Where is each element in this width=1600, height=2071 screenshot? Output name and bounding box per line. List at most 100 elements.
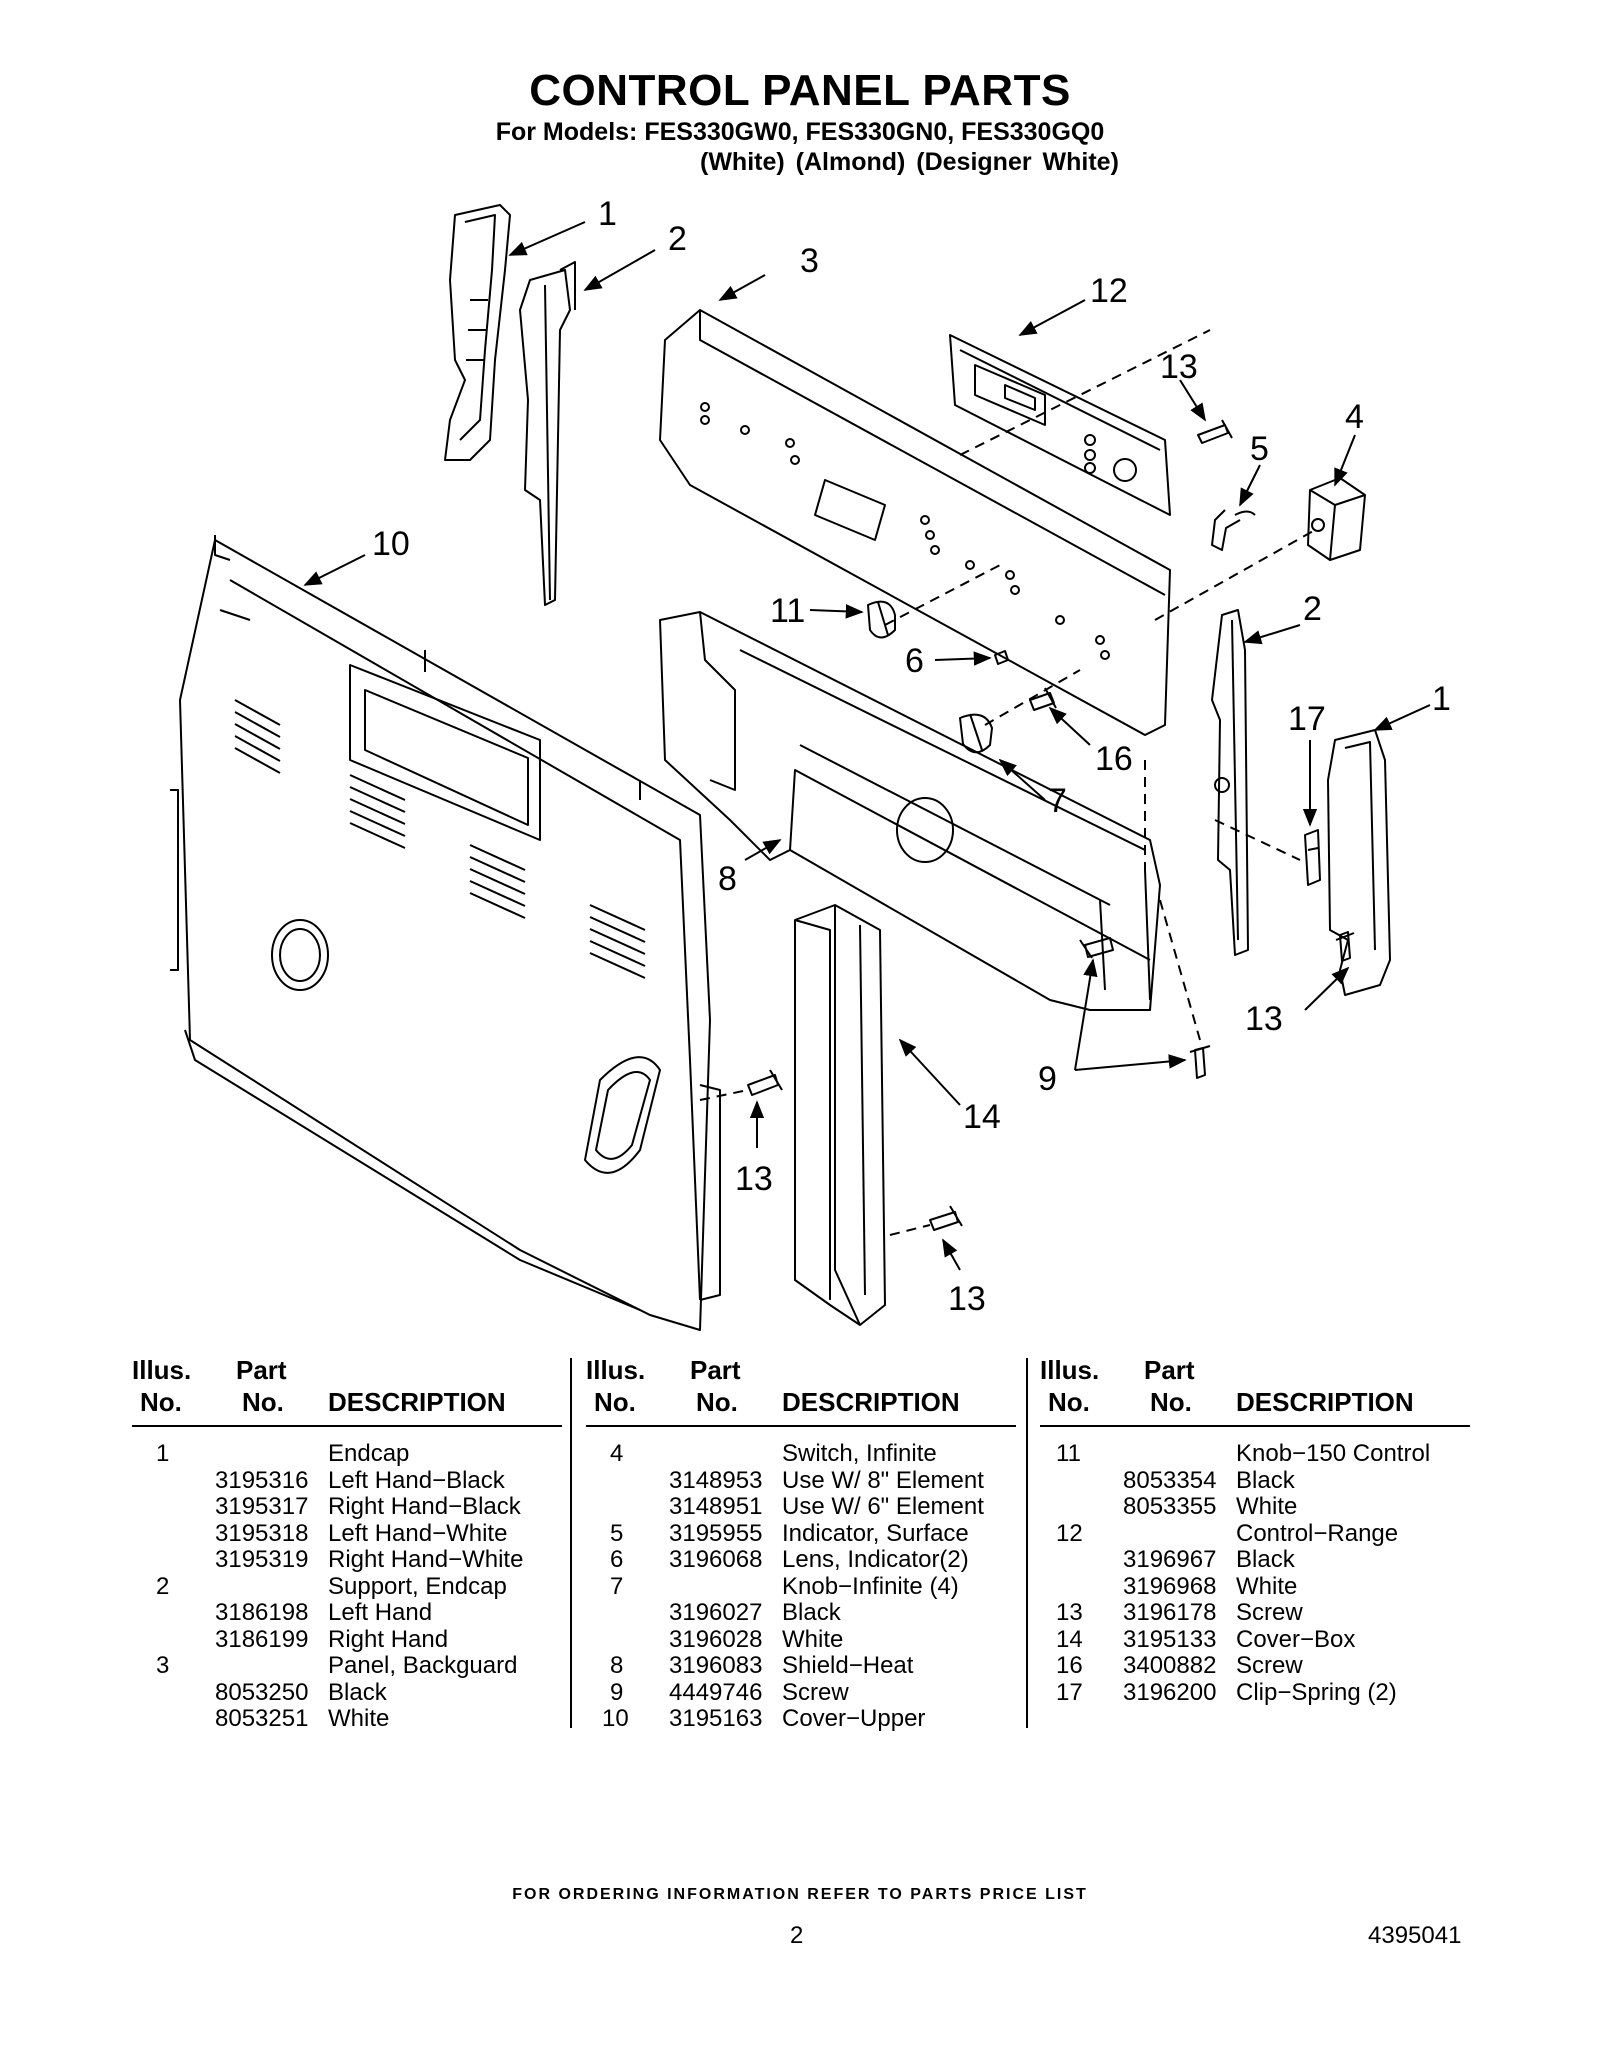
leader-3 bbox=[718, 274, 766, 301]
callout-number: 1 bbox=[598, 195, 617, 233]
header-illus-no: No. bbox=[594, 1387, 636, 1417]
part-support-left bbox=[519, 261, 576, 606]
part-upper-cover bbox=[170, 535, 721, 1331]
part-clip-spring bbox=[1304, 829, 1321, 886]
callout-number: 1 bbox=[1432, 680, 1451, 718]
alignment-line-screw-9 bbox=[1159, 899, 1201, 1041]
leader-11 bbox=[809, 604, 864, 619]
header-part: Part bbox=[236, 1355, 287, 1385]
header-part-no: No. bbox=[242, 1387, 284, 1417]
callout-number: 14 bbox=[963, 1098, 1001, 1136]
alignment-line-screw-13d bbox=[889, 1224, 931, 1236]
part-endcap-left bbox=[444, 204, 511, 461]
part-support-right bbox=[1211, 609, 1249, 956]
leader-2-right bbox=[1243, 624, 1301, 645]
header-part-no: No. bbox=[696, 1387, 738, 1417]
column-divider bbox=[1026, 1358, 1028, 1728]
leader-2-left bbox=[583, 249, 656, 291]
leader-9a bbox=[1074, 958, 1098, 1071]
part-indicator bbox=[1211, 509, 1256, 551]
callout-number: 8 bbox=[718, 860, 737, 898]
page-number: 2 bbox=[790, 1922, 804, 1949]
header-description: DESCRIPTION bbox=[1236, 1387, 1414, 1417]
part-screw-13a bbox=[1197, 419, 1233, 444]
leader-1-left bbox=[508, 221, 586, 256]
leader-14 bbox=[898, 1038, 961, 1106]
leader-4 bbox=[1334, 434, 1356, 487]
header-illus: Illus. bbox=[1040, 1355, 1100, 1385]
header-part: Part bbox=[1144, 1355, 1195, 1385]
part-screw-13d bbox=[929, 1205, 963, 1231]
part-heat-shield bbox=[659, 611, 1161, 1011]
callout-number: 12 bbox=[1090, 272, 1128, 310]
leader-9b bbox=[1074, 1054, 1187, 1071]
part-screw-13c bbox=[747, 1069, 783, 1096]
leader-6 bbox=[934, 651, 992, 666]
callout-number: 13 bbox=[1245, 1000, 1283, 1038]
header-illus-no: No. bbox=[1048, 1387, 1090, 1417]
model-color-variants: (White) (Almond) (Designer White) bbox=[700, 148, 1119, 176]
part-screw-9a bbox=[1079, 937, 1114, 959]
table-header: Illus. No. Part No. DESCRIPTION bbox=[586, 1355, 1016, 1427]
part-control-range bbox=[949, 334, 1171, 516]
callout-number: 2 bbox=[1303, 590, 1322, 628]
header-part-no: No. bbox=[1150, 1387, 1192, 1417]
leader-1-right bbox=[1373, 704, 1431, 731]
callout-number: 9 bbox=[1038, 1060, 1057, 1098]
callout-number: 17 bbox=[1288, 700, 1326, 738]
leader-13d bbox=[942, 1238, 961, 1271]
alignment-line-knob-infinite bbox=[984, 669, 1081, 726]
callout-number: 5 bbox=[1250, 430, 1269, 468]
callout-number: 6 bbox=[905, 642, 924, 680]
callout-number: 16 bbox=[1095, 740, 1133, 778]
part-knob-control bbox=[867, 600, 896, 639]
leader-7 bbox=[998, 758, 1046, 801]
leader-5 bbox=[1239, 464, 1261, 507]
callout-number: 2 bbox=[668, 220, 687, 258]
alignment-line-screw-13c bbox=[699, 1089, 749, 1101]
callout-number: 13 bbox=[948, 1280, 986, 1318]
header-description: DESCRIPTION bbox=[782, 1387, 960, 1417]
ordering-note: FOR ORDERING INFORMATION REFER TO PARTS … bbox=[512, 1886, 1088, 1903]
column-divider bbox=[570, 1358, 572, 1728]
header-illus-no: No. bbox=[140, 1387, 182, 1417]
header-part: Part bbox=[690, 1355, 741, 1385]
leader-16 bbox=[1048, 706, 1091, 746]
document-number: 4395041 bbox=[1368, 1922, 1462, 1949]
header-illus: Illus. bbox=[132, 1355, 192, 1385]
header-description: DESCRIPTION bbox=[328, 1387, 506, 1417]
part-backguard-panel bbox=[659, 309, 1171, 736]
alignment-line-switch bbox=[1154, 529, 1316, 621]
